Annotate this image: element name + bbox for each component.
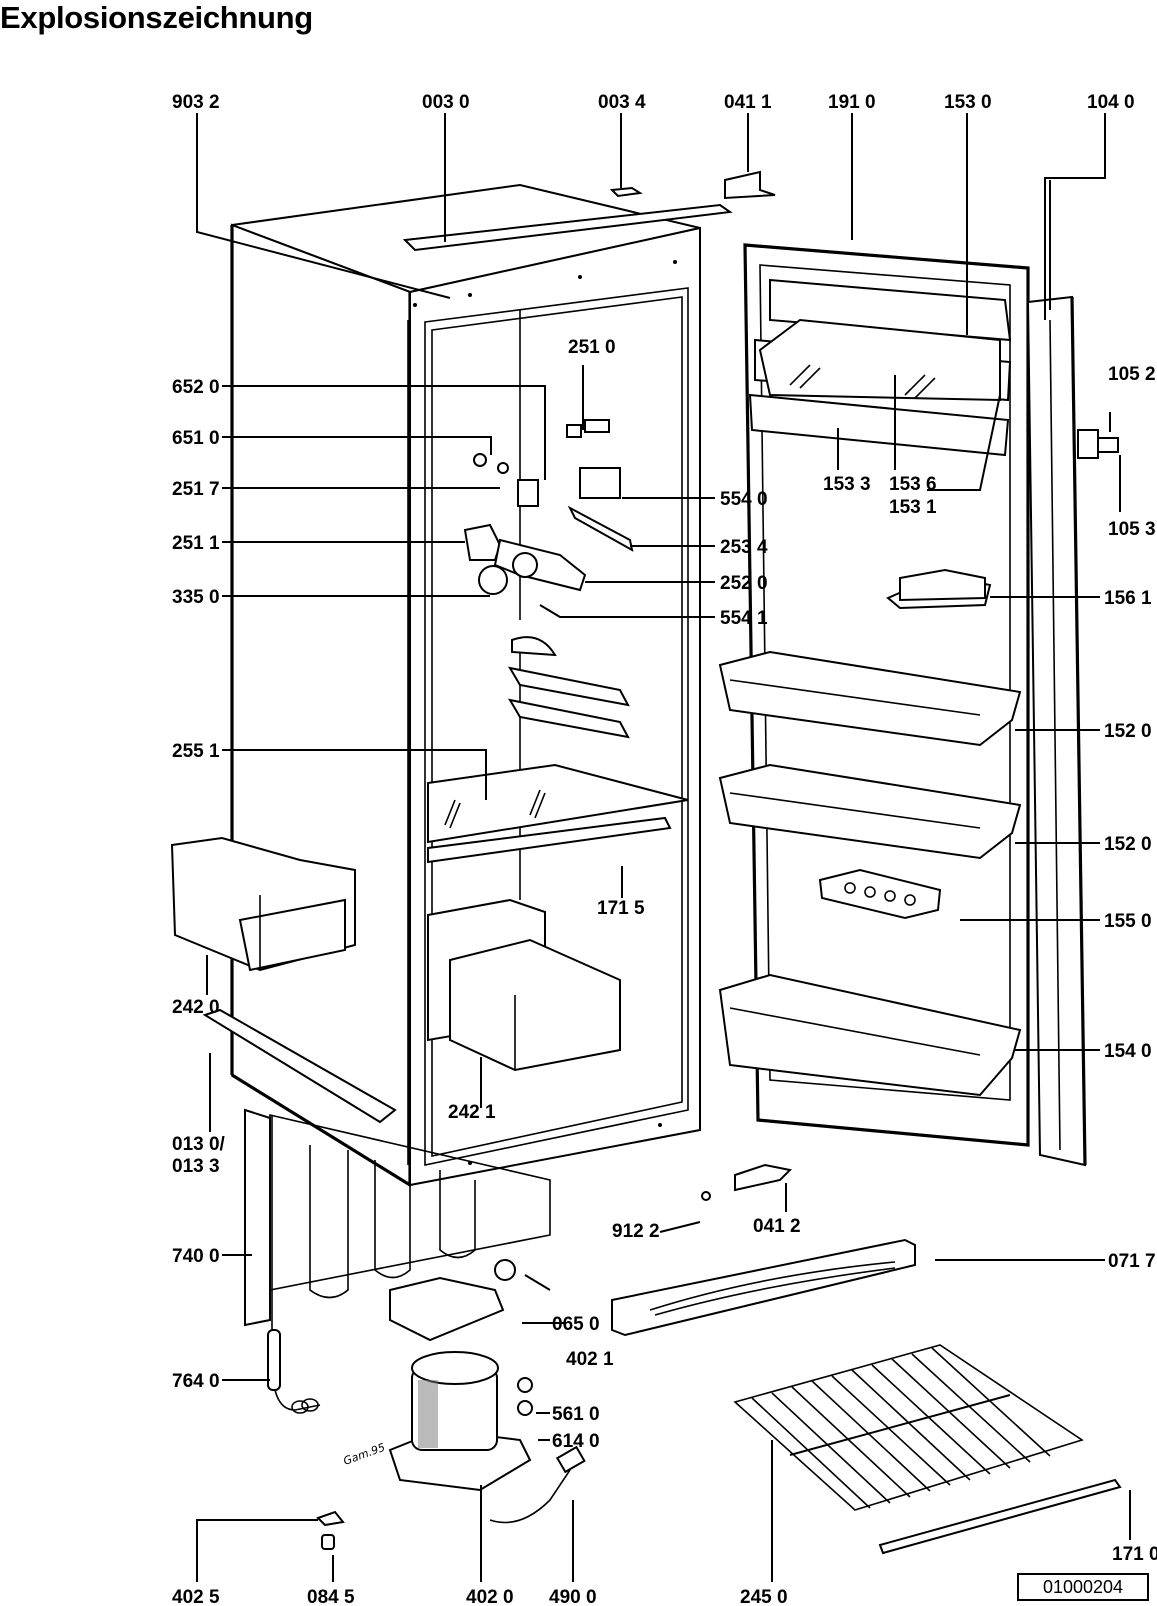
capillary-tube xyxy=(267,1329,321,1414)
top-rail xyxy=(402,203,733,252)
label-242-1: 242 1 xyxy=(448,1102,496,1123)
leader-lines xyxy=(196,113,1131,1582)
label-153-3: 153 3 xyxy=(823,474,871,495)
label-251-0: 251 0 xyxy=(568,337,616,358)
label-105-3: 105 3 xyxy=(1108,519,1156,540)
document-number: 01000204 xyxy=(1017,1573,1149,1601)
label-084-5: 084 5 xyxy=(307,1587,355,1606)
crisper-drawer-242-1 xyxy=(427,898,621,1072)
label-251-1: 251 1 xyxy=(172,533,220,554)
label-490-0: 490 0 xyxy=(549,1587,597,1606)
label-155-0: 155 0 xyxy=(1104,911,1152,932)
klixon-614 xyxy=(517,1400,533,1416)
shelf-supports xyxy=(508,636,630,739)
grommet-065 xyxy=(494,1259,516,1281)
label-065-0: 065 0 xyxy=(552,1314,600,1335)
hinge-bracket-041-2 xyxy=(734,1163,793,1192)
label-554-0: 554 0 xyxy=(720,489,768,510)
label-003-0: 003 0 xyxy=(422,92,470,113)
door-bin-242-0 xyxy=(170,836,356,972)
thermostat-assembly xyxy=(463,419,634,595)
label-041-1: 041 1 xyxy=(724,92,772,113)
label-104-0: 104 0 xyxy=(1087,92,1135,113)
hinge xyxy=(1077,429,1119,459)
handwritten-note: Gam.95 xyxy=(342,1441,387,1468)
foot-084-5 xyxy=(321,1534,335,1550)
label-740-0: 740 0 xyxy=(172,1246,220,1267)
label-152-0-bottom: 152 0 xyxy=(1104,834,1152,855)
base-rail xyxy=(202,1008,397,1124)
label-003-4: 003 4 xyxy=(598,92,646,113)
label-153-0: 153 0 xyxy=(944,92,992,113)
label-242-0: 242 0 xyxy=(172,997,220,1018)
part-labels: 903 2 003 0 003 4 041 1 191 0 153 0 104 … xyxy=(172,92,1157,1606)
shelf-trim-171-0 xyxy=(878,1478,1122,1555)
hinge-bracket-041-1 xyxy=(724,170,776,200)
page-title: Explosionszeichnung xyxy=(0,0,313,35)
label-402-0: 402 0 xyxy=(466,1587,514,1606)
egg-tray xyxy=(818,868,942,920)
label-153-1: 153 1 xyxy=(889,497,937,518)
label-651-0: 651 0 xyxy=(172,428,220,449)
label-253-4: 253 4 xyxy=(720,537,768,558)
label-251-7: 251 7 xyxy=(172,479,220,500)
butter-dish xyxy=(886,568,992,610)
compressor-bracket xyxy=(389,1276,505,1342)
door-shelf-152-0-top xyxy=(718,650,1022,747)
label-245-0: 245 0 xyxy=(740,1587,788,1606)
label-171-5: 171 5 xyxy=(597,898,645,919)
label-554-1: 554 1 xyxy=(720,608,768,629)
compressor xyxy=(388,1351,532,1492)
label-156-1: 156 1 xyxy=(1104,588,1152,609)
label-402-5: 402 5 xyxy=(172,1587,220,1606)
label-152-0-top: 152 0 xyxy=(1104,721,1152,742)
label-912-2: 912 2 xyxy=(612,1221,660,1242)
dairy-compartment xyxy=(748,278,1012,457)
cover-003-4 xyxy=(609,186,643,198)
bottle-shelf-154-0 xyxy=(718,973,1022,1097)
label-252-0: 252 0 xyxy=(720,573,768,594)
shelf-trim xyxy=(427,816,672,864)
relay-561 xyxy=(517,1377,533,1393)
label-402-1: 402 1 xyxy=(566,1349,614,1370)
label-903-2: 903 2 xyxy=(172,92,220,113)
knob-335 xyxy=(478,565,508,595)
label-335-0: 335 0 xyxy=(172,587,220,608)
kickplate xyxy=(611,1238,916,1337)
label-171-0: 171 0 xyxy=(1112,1544,1157,1565)
wire-shelf xyxy=(733,1344,1084,1511)
label-652-0: 652 0 xyxy=(172,377,220,398)
label-153-6: 153 6 xyxy=(889,474,937,495)
label-764-0: 764 0 xyxy=(172,1371,220,1392)
label-105-2: 105 2 xyxy=(1108,364,1156,385)
label-154-0: 154 0 xyxy=(1104,1041,1152,1062)
label-561-0: 561 0 xyxy=(552,1404,600,1425)
screw-912-2 xyxy=(701,1191,711,1201)
clip-402-5 xyxy=(316,1510,345,1527)
condenser xyxy=(244,1108,551,1330)
power-cord xyxy=(489,1445,586,1524)
thermostat-554 xyxy=(579,467,621,499)
glass-shelf xyxy=(427,763,689,864)
label-191-0: 191 0 xyxy=(828,92,876,113)
door-shelf-152-0-bottom xyxy=(718,763,1022,860)
label-013-3: 013 3 xyxy=(172,1156,220,1177)
label-614-0: 614 0 xyxy=(552,1431,600,1452)
label-013-0: 013 0/ xyxy=(172,1134,226,1155)
label-041-2: 041 2 xyxy=(753,1216,801,1237)
label-071-7: 071 7 xyxy=(1108,1251,1156,1272)
label-255-1: 255 1 xyxy=(172,741,220,762)
